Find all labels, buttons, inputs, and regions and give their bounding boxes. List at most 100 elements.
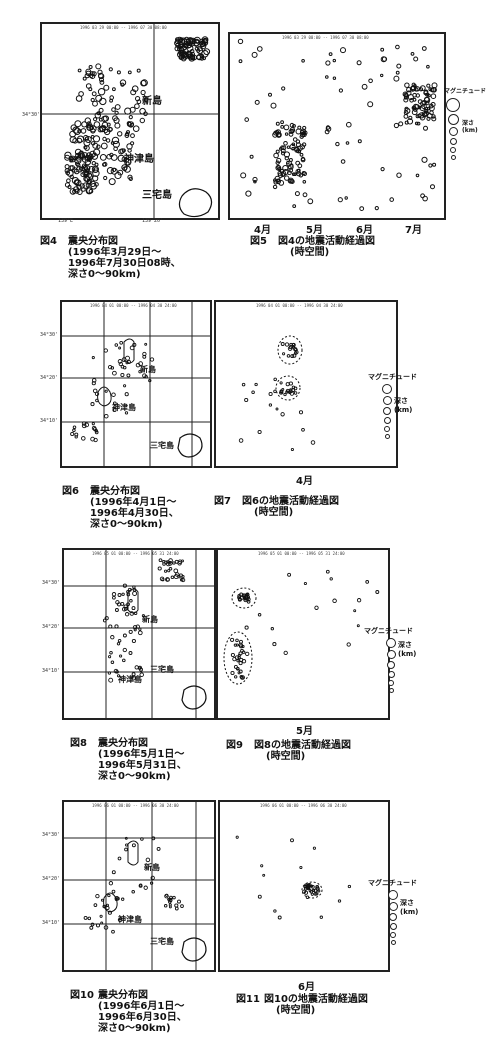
epicenter-dot [403, 110, 409, 116]
epicenter-dot [74, 148, 82, 156]
island-label-niijima: 新島 [142, 615, 158, 624]
epicenter-dot [424, 100, 430, 106]
epicenter-dot [88, 73, 94, 79]
epicenter-dot [268, 92, 272, 97]
epicenter-dot [431, 116, 437, 122]
epicenter-dot [415, 173, 420, 178]
mag-circle [384, 426, 390, 432]
epicenter-dot [238, 651, 243, 656]
epicenter-dot [178, 44, 184, 49]
epicenter-dot [130, 89, 137, 96]
epicenter-dot [233, 664, 238, 669]
epicenter-dot [107, 364, 113, 370]
epicenter-dot [203, 48, 211, 56]
epicenter-dot [81, 421, 87, 426]
epicenter-dot [243, 597, 247, 601]
epicenter-dot [254, 382, 258, 387]
epicenter-dot [237, 593, 242, 598]
figure-number: 図9 [226, 740, 243, 751]
epicenter-dot [270, 627, 274, 631]
epicenter-dot [167, 561, 173, 566]
epicenter-dot [287, 572, 292, 577]
epicenter-dot [273, 389, 277, 394]
epicenter-dot [235, 835, 239, 839]
epicenter-dot [100, 921, 104, 925]
lat-tick: 34°30' [22, 112, 41, 118]
epicenter-dot [421, 156, 428, 163]
epicenter-dot [132, 125, 140, 132]
island-label-kozushima: 神津島 [124, 154, 154, 165]
caption-line: 深さ0〜90km) [90, 519, 163, 530]
epicenter-dot [245, 190, 252, 197]
epicenter-dot [375, 590, 380, 594]
epicenter-dot [245, 651, 250, 657]
epicenter-dot [411, 109, 418, 116]
epicenter-dot [257, 613, 262, 617]
epicenter-dot [76, 189, 83, 196]
epicenter-dot [85, 68, 92, 75]
mag-circle [388, 890, 398, 900]
epicenter-dot [132, 585, 136, 589]
legend-depth: 深さ [394, 397, 408, 405]
epicenter-dot [124, 133, 130, 138]
epicenter-dot [139, 672, 144, 677]
epicenter-dot [122, 658, 126, 663]
epicenter-dot [273, 179, 279, 185]
lat-tick: 34°10' [40, 418, 59, 424]
epicenter-dot [114, 110, 119, 116]
island-label-miyakejima: 三宅島 [150, 937, 174, 946]
mag-circle [388, 902, 398, 911]
epicenter-dot [237, 597, 242, 602]
epicenter-dot [243, 593, 247, 597]
epicenter-dot [82, 152, 88, 159]
mag-circle [383, 407, 391, 415]
epicenter-dot [292, 137, 298, 142]
epicenter-dot [116, 602, 122, 607]
dots-fig6 [70, 340, 155, 443]
epicenter-dot [77, 68, 82, 73]
epicenter-dot [398, 121, 404, 127]
epicenter-dot [68, 165, 74, 171]
epicenter-dot [283, 141, 288, 146]
epicenter-dot [297, 125, 302, 130]
epicenter-dot [176, 36, 183, 44]
epicenter-dot [81, 436, 86, 441]
epicenter-dot [237, 595, 242, 600]
epicenter-dot [128, 651, 133, 655]
map-header: 1996 05 01 00:00 -- 1996 05 31 24:00 [92, 551, 179, 556]
epicenter-dot [292, 353, 297, 358]
epicenter-dot [165, 577, 170, 582]
epicenter-dot [346, 121, 352, 128]
legend-magnitude: マグニチュード [368, 879, 417, 887]
island-label-kozushima: 神津島 [118, 915, 142, 924]
mag-circle [387, 671, 395, 678]
epicenter-dot [83, 145, 88, 150]
epicenter-dot [102, 162, 107, 167]
epicenter-dot [180, 577, 186, 583]
epicenter-dot [238, 642, 243, 648]
epicenter-dot [404, 107, 411, 114]
epicenter-dot [103, 175, 108, 181]
epicenter-dot [90, 183, 98, 190]
epicenter-dot [111, 107, 116, 112]
epicenter-dot [92, 175, 99, 182]
epicenter-dot [87, 916, 92, 921]
epicenter-dot [114, 895, 120, 901]
epicenter-dot [289, 388, 293, 392]
epicenter-map-fig8 [64, 550, 214, 718]
epicenter-dot [189, 54, 195, 60]
ts-header: 1996 06 01 00:00 -- 1996 06 30 24:00 [260, 803, 347, 808]
epicenter-dot [92, 169, 100, 177]
epicenter-dot [282, 352, 286, 356]
epicenter-dot [197, 45, 203, 52]
epicenter-dot [88, 65, 93, 69]
epicenter-dot [286, 354, 291, 358]
epicenter-dot [287, 346, 293, 351]
epicenter-dot [69, 155, 77, 163]
epicenter-dot [292, 204, 297, 209]
epicenter-dot [112, 87, 116, 92]
epicenter-dot [125, 361, 129, 365]
epicenter-dot [430, 184, 435, 190]
